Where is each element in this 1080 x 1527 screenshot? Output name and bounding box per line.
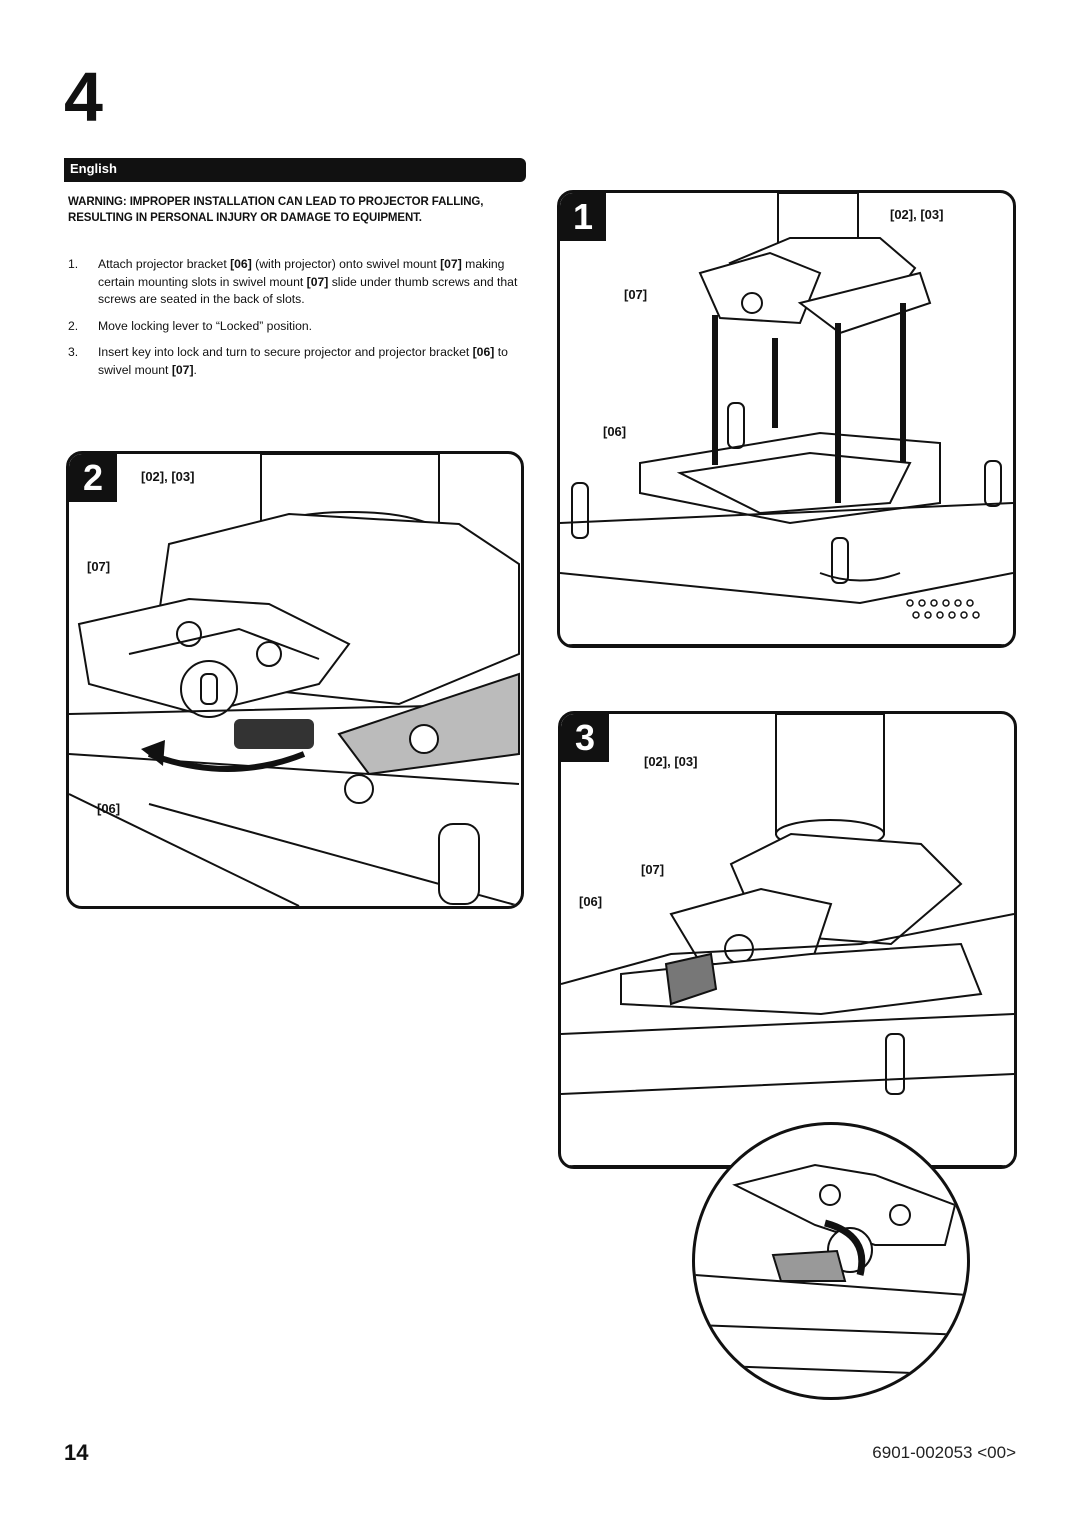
part-reference: [06] xyxy=(230,257,252,271)
part-reference: [07] xyxy=(440,257,462,271)
figure-2-panel: 2 [02], [03] [07] [06] xyxy=(66,451,524,909)
figure-1-badge: 1 xyxy=(560,193,606,241)
figure-2-callout-02-03: [02], [03] xyxy=(141,469,195,484)
warning-text: WARNING: IMPROPER INSTALLATION CAN LEAD … xyxy=(68,196,484,224)
language-label: English xyxy=(70,161,117,176)
figure-2-illustration xyxy=(69,454,520,906)
figure-3-badge: 3 xyxy=(561,714,609,762)
instruction-step: 1. Attach projector bracket [06] (with pr… xyxy=(68,256,524,309)
part-reference: [06] xyxy=(472,345,495,359)
step-number: 2. xyxy=(68,318,79,333)
figure-3-detail-magnifier xyxy=(692,1122,970,1400)
figure-3-callout-07: [07] xyxy=(641,862,665,877)
figure-2-badge: 2 xyxy=(69,454,117,502)
step-text: Move locking lever to “Locked” position. xyxy=(98,318,313,333)
figure-1-callout-02-03: [02], [03] xyxy=(890,207,944,222)
figure-1-panel: 1 [02], [03] [07] [06] xyxy=(557,190,1016,648)
figure-3-detail-illustration xyxy=(695,1163,967,1376)
document-number: 6901-002053 <00> xyxy=(872,1443,1016,1462)
figure-3-illustration xyxy=(561,714,1014,1166)
instruction-steps: 1. Attach projector bracket [06] (with pr… xyxy=(68,256,524,388)
instruction-step: 2. Move locking lever to “Locked” positio… xyxy=(68,318,524,336)
language-bar: English xyxy=(64,158,526,182)
figure-1-callout-07: [07] xyxy=(624,287,648,302)
figure-2-callout-07: [07] xyxy=(87,559,111,574)
figure-3-panel: 3 [02], [03] [07] [06] xyxy=(558,711,1017,1169)
step-text: making certain mounting slots in swivel … xyxy=(98,257,505,289)
page-step-number: 4 xyxy=(64,58,103,136)
step-text: to swivel mount xyxy=(98,345,508,377)
figure-1-callout-06: [06] xyxy=(603,424,627,439)
step-text: (with projector) onto swivel mount xyxy=(251,257,441,271)
figure-2-callout-06: [06] xyxy=(97,801,121,816)
step-text: Insert key into lock and turn to secure … xyxy=(98,345,473,359)
page-number: 14 xyxy=(64,1440,89,1465)
step-number: 3. xyxy=(68,345,79,359)
step-text: Attach projector bracket xyxy=(98,257,231,271)
figure-1-illustration xyxy=(560,193,1013,645)
part-reference: [07] xyxy=(171,362,194,377)
step-text: slide under thumb screws and that screws… xyxy=(98,274,518,307)
step-number: 1. xyxy=(68,257,79,271)
figure-3-callout-06: [06] xyxy=(579,894,603,909)
instruction-step: 3. Insert key into lock and turn to secur… xyxy=(68,344,524,379)
step-text: . xyxy=(193,362,197,377)
figure-3-callout-02-03: [02], [03] xyxy=(644,754,698,769)
part-reference: [07] xyxy=(306,274,329,289)
